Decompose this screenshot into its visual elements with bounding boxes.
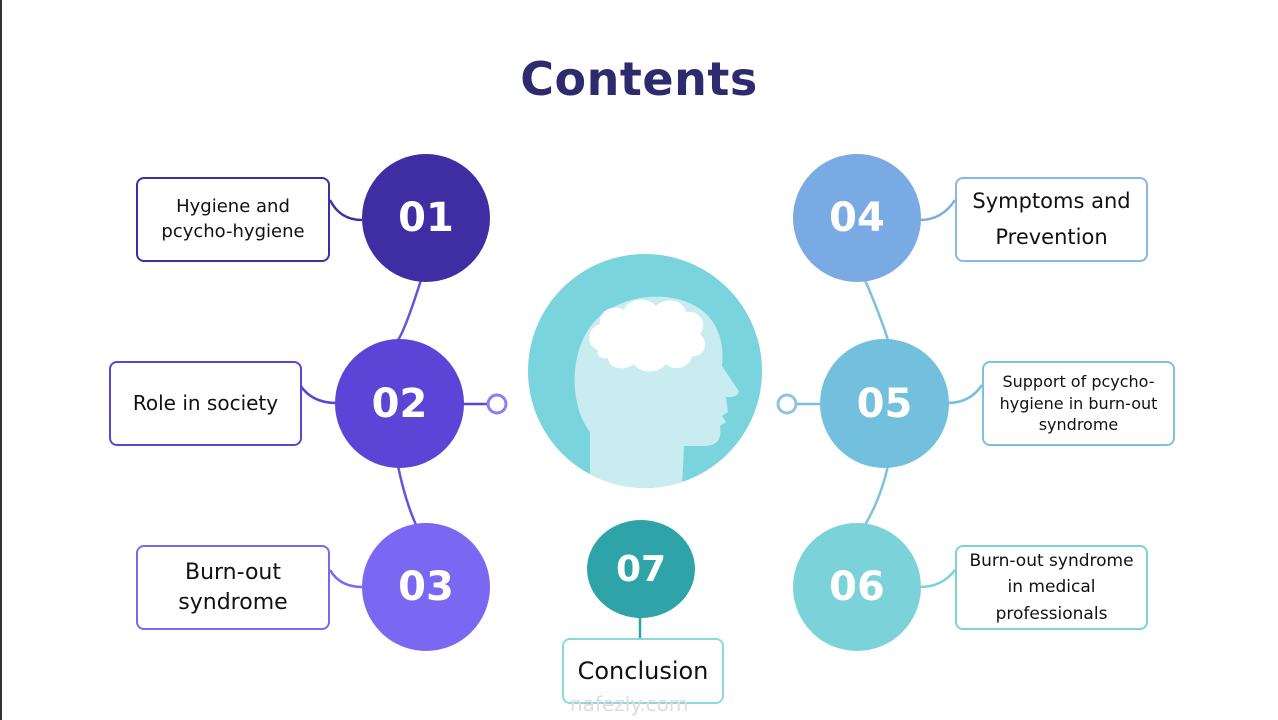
item-label-box-07: Conclusion [562, 638, 724, 704]
item-label-box-01: Hygiene and pcycho-hygiene [136, 177, 330, 262]
watermark: nafezly.com [570, 692, 689, 716]
item-label-box-03: Burn-out syndrome [136, 545, 330, 630]
slide-border [0, 0, 2, 720]
item-number-07: 07 [587, 520, 695, 618]
item-label-box-02: Role in society [109, 361, 302, 446]
item-number-05: 05 [820, 339, 949, 468]
item-number-02: 02 [335, 339, 464, 468]
item-number-01: 01 [362, 154, 490, 282]
item-label-box-04: Symptoms and Prevention [955, 177, 1148, 262]
item-number-04: 04 [793, 154, 921, 282]
item-label-box-05: Support of pcycho-hygiene in burn-out sy… [982, 361, 1175, 446]
page-title: Contents [520, 52, 758, 106]
item-label-box-06: Burn-out syndrome in medical professiona… [955, 545, 1148, 630]
item-number-06: 06 [793, 523, 921, 651]
item-number-03: 03 [362, 523, 490, 651]
head-brain-icon [528, 254, 762, 488]
